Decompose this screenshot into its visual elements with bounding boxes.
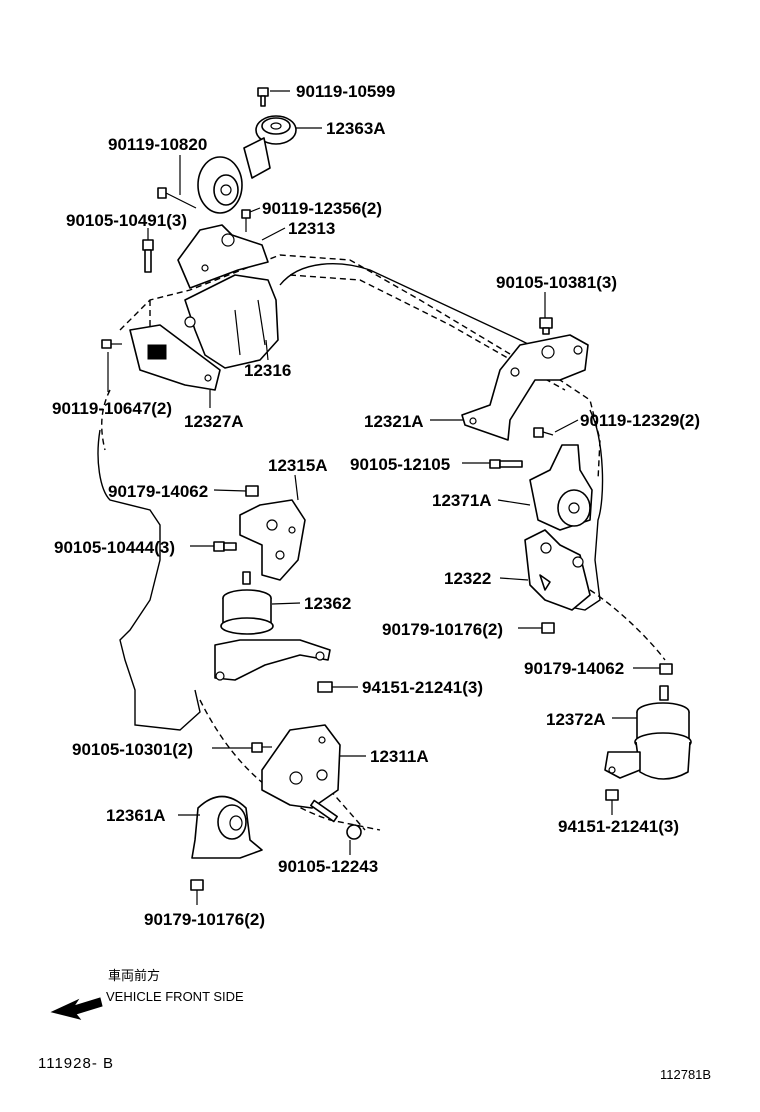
mount-12371A[interactable] xyxy=(529,444,593,531)
label-94151-21241-left: 94151-21241(3) xyxy=(362,678,483,697)
mount-lower-group xyxy=(190,724,362,891)
label-90179-14062-right: 90179-14062 xyxy=(524,659,624,678)
nut-90179-14062-left[interactable] xyxy=(245,485,259,497)
label-90119-10647: 90119-10647(2) xyxy=(52,399,172,418)
label-90119-12356: 90119-12356(2) xyxy=(262,199,382,218)
label-90105-10491: 90105-10491(3) xyxy=(66,211,187,230)
bolt-90105-12105[interactable] xyxy=(489,459,523,469)
label-90119-12329: 90119-12329(2) xyxy=(580,411,700,430)
bolt-90105-10301[interactable] xyxy=(251,742,272,753)
bolt-90119-12356[interactable] xyxy=(241,209,251,232)
bolt-90105-10491[interactable] xyxy=(142,239,154,273)
bolt-90105-12243[interactable] xyxy=(310,799,362,840)
mount-mid-left-group xyxy=(213,485,333,693)
label-90105-10301: 90105-10301(2) xyxy=(72,740,193,759)
mount-upper-right-group xyxy=(461,317,593,634)
vehicle-front-legend: 車両前方 VEHICLE FRONT SIDE xyxy=(50,968,244,1020)
label-12321A: 12321A xyxy=(364,412,424,431)
label-90105-12243: 90105-12243 xyxy=(278,857,378,876)
nut-90179-10176-right[interactable] xyxy=(541,622,555,634)
bracket-12327A[interactable] xyxy=(129,324,221,391)
label-94151-21241-right: 94151-21241(3) xyxy=(558,817,679,836)
label-12361A: 12361A xyxy=(106,806,166,825)
label-12315A: 12315A xyxy=(268,456,328,475)
label-90105-10381: 90105-10381(3) xyxy=(496,273,617,292)
bolt-90119-10599[interactable] xyxy=(257,87,269,107)
bracket-12321A[interactable] xyxy=(461,334,589,441)
mount-12362[interactable] xyxy=(214,571,331,681)
label-90179-10176-bottom: 90179-10176(2) xyxy=(144,910,265,929)
engine-frame-outline xyxy=(97,254,666,831)
bushing-mount[interactable] xyxy=(197,156,243,214)
bracket-12316[interactable] xyxy=(184,274,279,369)
label-90179-14062-left: 90179-14062 xyxy=(108,482,208,501)
legend-japanese: 車両前方 xyxy=(108,968,160,983)
arrow-left-icon xyxy=(50,997,103,1020)
damper-12363A[interactable] xyxy=(243,115,297,179)
nut-94151-21241-left[interactable] xyxy=(317,681,333,693)
diagram-code-right: 112781B xyxy=(660,1067,711,1082)
leader-lines xyxy=(107,90,660,905)
label-12311A: 12311A xyxy=(370,747,429,766)
mount-upper-left-group xyxy=(101,87,297,391)
bracket-12311A[interactable] xyxy=(261,724,341,809)
bolt-90119-10647[interactable] xyxy=(101,339,122,349)
bracket-12315A[interactable] xyxy=(239,499,306,581)
nut-90179-14062-right[interactable] xyxy=(659,663,673,675)
bolt-90119-12329[interactable] xyxy=(533,427,554,438)
nut-90179-10176-bottom[interactable] xyxy=(190,879,204,891)
label-12363A: 12363A xyxy=(326,119,386,138)
label-90105-12105: 90105-12105 xyxy=(350,455,450,474)
bolt-90119-10820[interactable] xyxy=(157,187,197,209)
legend-english: VEHICLE FRONT SIDE xyxy=(106,989,244,1004)
label-90119-10820: 90119-10820 xyxy=(108,135,207,154)
bracket-12313[interactable] xyxy=(177,224,269,289)
bolt-90105-10444[interactable] xyxy=(213,541,237,552)
label-90179-10176-right: 90179-10176(2) xyxy=(382,620,503,639)
bracket-12322[interactable] xyxy=(524,529,591,611)
part-labels: 90119-10599 12363A 90119-10820 90119-123… xyxy=(52,82,700,929)
mount-12372A[interactable] xyxy=(604,685,692,780)
label-90105-10444: 90105-10444(3) xyxy=(54,538,175,557)
label-12316: 12316 xyxy=(244,361,291,380)
label-12313: 12313 xyxy=(288,219,335,238)
mount-lower-right-group xyxy=(604,663,692,801)
bolt-90105-10381[interactable] xyxy=(539,317,553,335)
label-12362: 12362 xyxy=(304,594,351,613)
label-90119-10599: 90119-10599 xyxy=(296,82,395,101)
label-12371A: 12371A xyxy=(432,491,492,510)
label-12322: 12322 xyxy=(444,569,491,588)
mount-12361A[interactable] xyxy=(191,795,263,859)
nut-94151-21241-right[interactable] xyxy=(605,789,619,801)
label-12327A: 12327A xyxy=(184,412,244,431)
diagram-code-left: 111928- B xyxy=(38,1055,114,1072)
label-12372A: 12372A xyxy=(546,710,606,729)
